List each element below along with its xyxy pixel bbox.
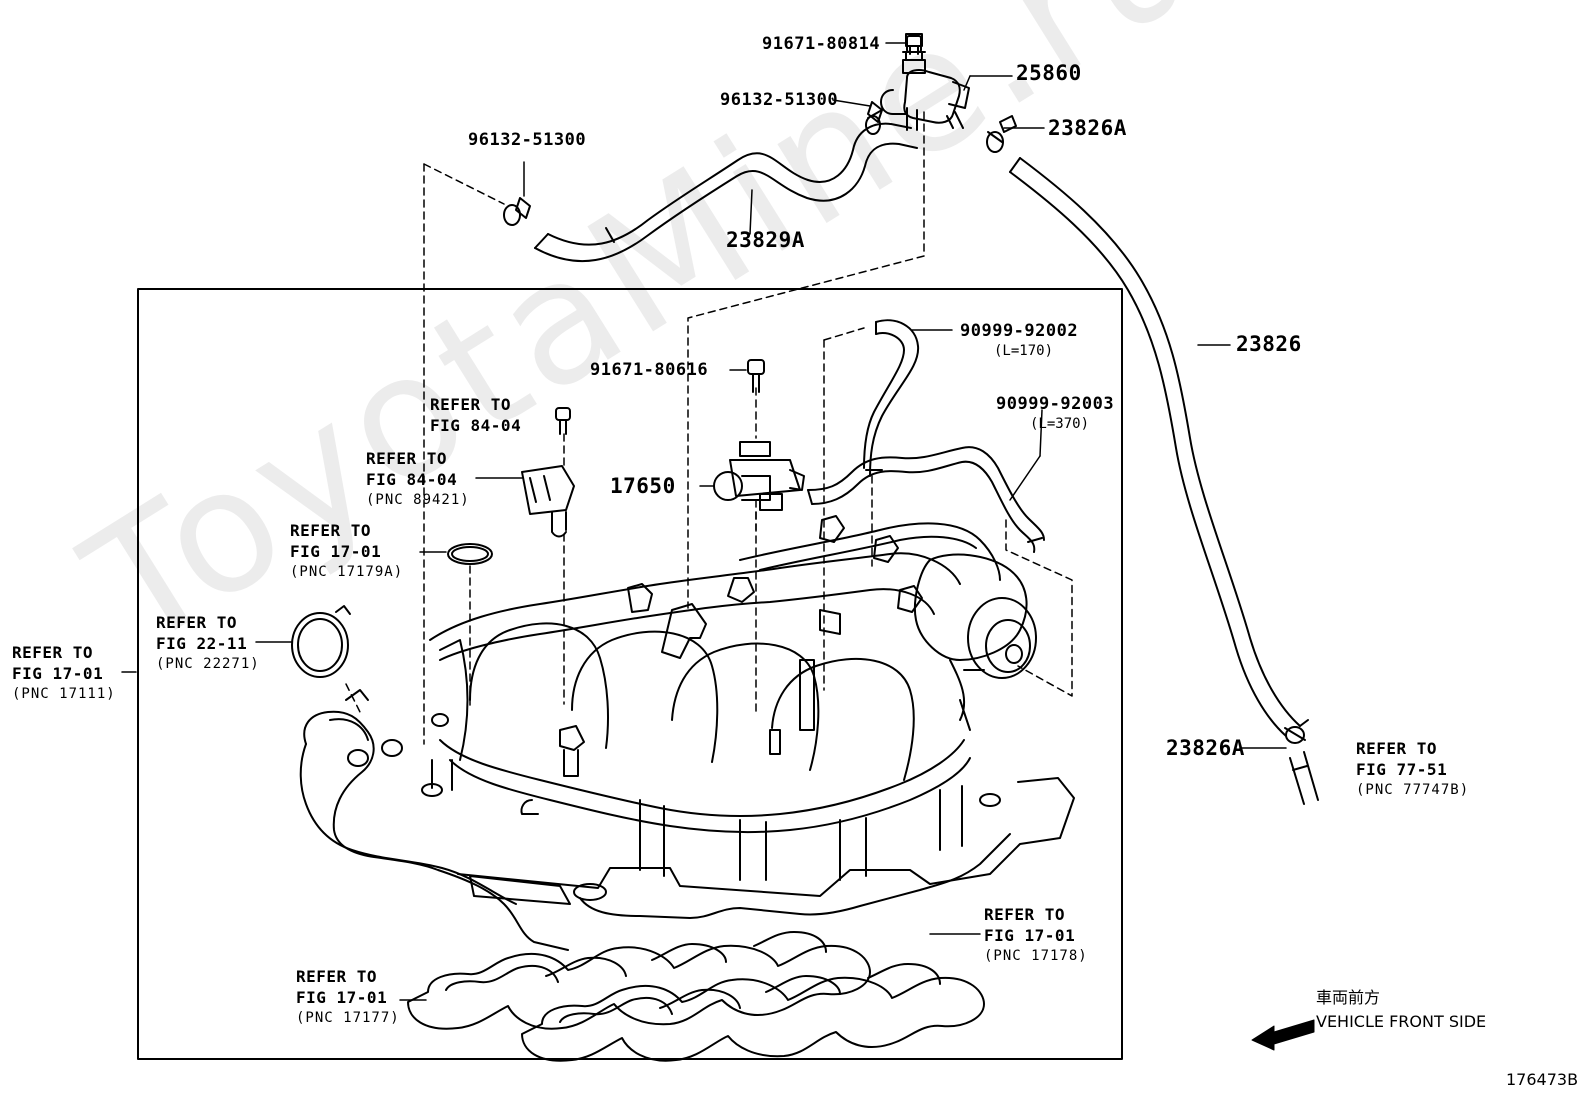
refer-pnc: (PNC 17178) bbox=[984, 948, 1088, 964]
refer-fig-84-04-bolt: REFER TO FIG 84-04 bbox=[430, 394, 521, 436]
part-90999-92002: 90999-92002 bbox=[960, 321, 1079, 341]
clamp-top-icon bbox=[865, 101, 883, 135]
refer-pnc: (PNC 22271) bbox=[156, 656, 260, 672]
part-91671-80814: 91671-80814 bbox=[762, 34, 881, 54]
refer-line2: FIG 17-01 bbox=[984, 926, 1076, 945]
refer-pnc: (PNC 17111) bbox=[12, 686, 116, 702]
vsv-25860-icon bbox=[880, 35, 970, 131]
part-23829a: 23829A bbox=[726, 228, 805, 252]
refer-line1: REFER TO bbox=[984, 905, 1066, 924]
gasket-17177-icon bbox=[407, 944, 871, 1030]
refer-line1: REFER TO bbox=[156, 613, 238, 632]
throttle-gasket-icon bbox=[291, 605, 351, 678]
refer-fig-17-01-oring: REFER TO FIG 17-01 (PNC 17179A) bbox=[290, 520, 403, 583]
refer-line2: FIG 84-04 bbox=[366, 470, 458, 489]
part-23826a-top: 23826A bbox=[1048, 116, 1127, 140]
part-90999-92002-length: (L=170) bbox=[994, 343, 1054, 359]
part-17650: 17650 bbox=[610, 474, 676, 498]
hose-23829a bbox=[547, 122, 912, 246]
hose-90999-92003 bbox=[807, 446, 1045, 541]
refer-line2: FIG 17-01 bbox=[296, 988, 388, 1007]
refer-line2: FIG 22-11 bbox=[156, 634, 248, 653]
bolt-91671-80814-icon bbox=[905, 33, 923, 55]
refer-fig-17-01-manifold: REFER TO FIG 17-01 (PNC 17111) bbox=[12, 642, 116, 705]
part-90999-92003-length: (L=370) bbox=[1030, 416, 1090, 432]
clamp-23826a-bottom-icon bbox=[1284, 719, 1319, 805]
refer-pnc: (PNC 17177) bbox=[296, 1010, 400, 1026]
hose-23826 bbox=[1019, 157, 1301, 727]
refer-line1: REFER TO bbox=[366, 449, 448, 468]
refer-pnc: (PNC 17179A) bbox=[290, 564, 404, 580]
refer-line1: REFER TO bbox=[290, 521, 372, 540]
clamp-23826a-top-icon bbox=[986, 115, 1017, 153]
refer-pnc: (PNC 89421) bbox=[366, 492, 470, 508]
figure-code: 176473B bbox=[1506, 1070, 1579, 1089]
part-91671-80616: 91671-80616 bbox=[590, 360, 709, 380]
refer-line1: REFER TO bbox=[296, 967, 378, 986]
part-23826: 23826 bbox=[1236, 332, 1302, 356]
refer-fig-17-01-gasket-right: REFER TO FIG 17-01 (PNC 17178) bbox=[984, 904, 1088, 967]
part-23826a-bottom: 23826A bbox=[1166, 736, 1245, 760]
refer-fig-17-01-gasket-left: REFER TO FIG 17-01 (PNC 17177) bbox=[296, 966, 400, 1029]
part-90999-92003: 90999-92003 bbox=[996, 394, 1115, 414]
refer-line2: FIG 77-51 bbox=[1356, 760, 1448, 779]
part-25860: 25860 bbox=[1016, 61, 1082, 85]
refer-fig-22-11: REFER TO FIG 22-11 (PNC 22271) bbox=[156, 612, 260, 675]
part-96132-51300-top: 96132-51300 bbox=[720, 90, 839, 110]
refer-line2: FIG 84-04 bbox=[430, 416, 522, 435]
refer-line2: FIG 17-01 bbox=[12, 664, 104, 683]
refer-line2: FIG 17-01 bbox=[290, 542, 382, 561]
refer-fig-77-51: REFER TO FIG 77-51 (PNC 77747B) bbox=[1356, 738, 1469, 801]
refer-line1: REFER TO bbox=[1356, 739, 1438, 758]
refer-line1: REFER TO bbox=[12, 643, 94, 662]
intake-manifold-icon bbox=[299, 515, 1075, 951]
o-ring-icon bbox=[447, 543, 493, 565]
vsv-17650-icon bbox=[713, 359, 805, 511]
assembly-frame bbox=[137, 288, 1123, 1060]
cam-sensor-icon bbox=[521, 407, 575, 538]
hose-90999-92002 bbox=[869, 319, 920, 477]
gasket-17178-icon bbox=[521, 976, 985, 1062]
clamp-left-icon bbox=[503, 197, 531, 226]
refer-line1: REFER TO bbox=[430, 395, 512, 414]
direction-label-jp: 車両前方 bbox=[1316, 988, 1381, 1007]
part-96132-51300-left: 96132-51300 bbox=[468, 130, 587, 150]
refer-fig-84-04-sensor: REFER TO FIG 84-04 (PNC 89421) bbox=[366, 448, 470, 511]
refer-pnc: (PNC 77747B) bbox=[1356, 782, 1470, 798]
direction-label-en: VEHICLE FRONT SIDE bbox=[1316, 1012, 1487, 1031]
front-direction-arrow-icon bbox=[1251, 1019, 1315, 1051]
